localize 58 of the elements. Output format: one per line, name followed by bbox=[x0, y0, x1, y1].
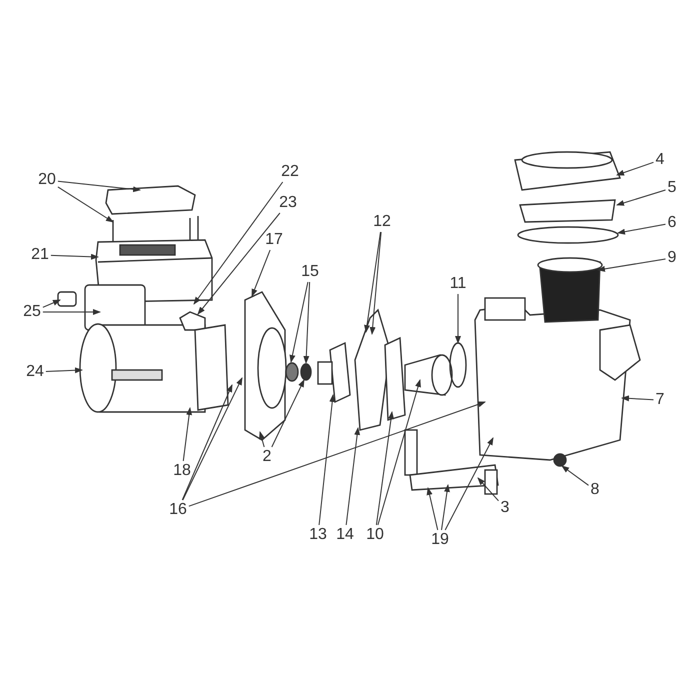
leader-line bbox=[364, 232, 381, 333]
callout-number: 10 bbox=[365, 526, 385, 544]
leader-line bbox=[561, 465, 589, 486]
leader-line bbox=[346, 427, 360, 526]
leader-line bbox=[42, 309, 101, 315]
leader-line bbox=[193, 182, 284, 305]
leader-line bbox=[182, 377, 242, 500]
leader-line bbox=[616, 190, 666, 206]
leader-line bbox=[290, 282, 308, 363]
leader-line bbox=[426, 487, 438, 530]
leader-line bbox=[57, 186, 114, 223]
leader-line bbox=[188, 402, 486, 507]
leader-line bbox=[376, 411, 394, 526]
leader-line bbox=[617, 224, 666, 235]
callout-number: 9 bbox=[666, 249, 678, 267]
callout-number: 18 bbox=[172, 462, 192, 480]
leader-line bbox=[441, 484, 450, 530]
leader-line bbox=[50, 254, 99, 260]
callout-number: 12 bbox=[372, 213, 392, 231]
callout-number: 21 bbox=[30, 246, 50, 264]
callout-number: 20 bbox=[37, 171, 57, 189]
callout-number: 15 bbox=[300, 263, 320, 281]
callout-number: 11 bbox=[448, 275, 468, 293]
leader-line bbox=[444, 437, 494, 530]
callout-number: 17 bbox=[264, 231, 284, 249]
callout-number: 7 bbox=[654, 391, 666, 409]
callout-number: 14 bbox=[335, 526, 355, 544]
leader-line bbox=[477, 477, 499, 502]
leader-line bbox=[42, 300, 61, 308]
leader-line bbox=[45, 367, 83, 374]
callout-number: 5 bbox=[666, 179, 678, 197]
leader-line bbox=[252, 250, 271, 297]
callout-number: 6 bbox=[666, 214, 678, 232]
callout-number: 16 bbox=[168, 501, 188, 519]
callout-number: 19 bbox=[430, 531, 450, 549]
leader-line bbox=[182, 407, 192, 462]
callout-number: 23 bbox=[278, 194, 298, 212]
leader-line bbox=[455, 294, 461, 344]
leader-line bbox=[621, 395, 654, 402]
leader-line bbox=[303, 282, 310, 364]
leader-line bbox=[616, 162, 654, 176]
leader-line bbox=[370, 232, 382, 335]
leader-line bbox=[597, 258, 666, 272]
leader-line bbox=[318, 394, 336, 526]
callout-number: 4 bbox=[654, 151, 666, 169]
callout-number: 25 bbox=[22, 303, 42, 321]
leader-line bbox=[271, 379, 304, 448]
leader-line bbox=[259, 431, 265, 448]
callout-number: 24 bbox=[25, 363, 45, 381]
leader-line bbox=[377, 379, 421, 526]
callout-number: 8 bbox=[590, 481, 600, 499]
callout-number: 13 bbox=[308, 526, 328, 544]
callout-number: 22 bbox=[280, 163, 300, 181]
leader-line bbox=[182, 384, 232, 500]
leader-line bbox=[57, 180, 141, 192]
leader-line bbox=[197, 212, 280, 315]
callout-number: 2 bbox=[262, 448, 272, 466]
callout-number: 3 bbox=[500, 499, 510, 517]
